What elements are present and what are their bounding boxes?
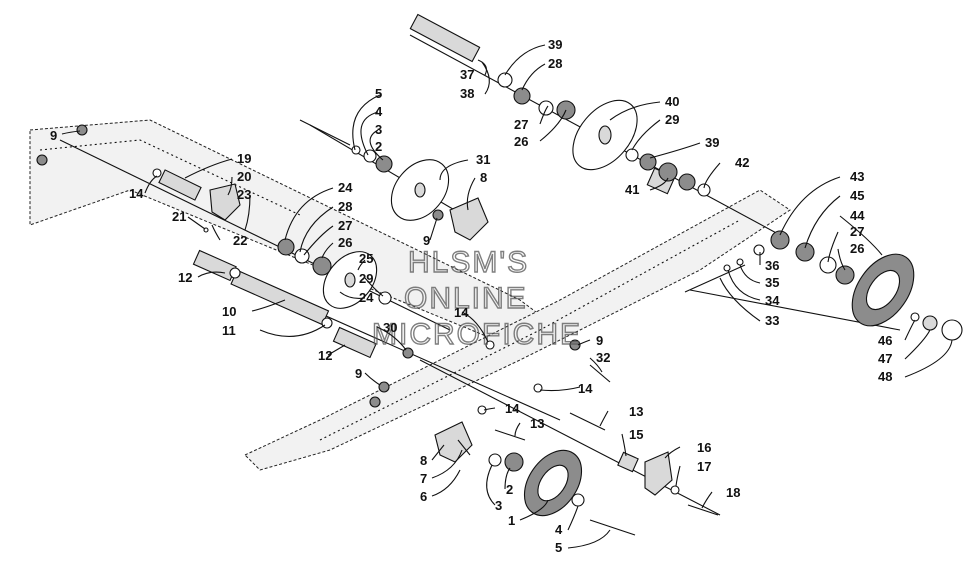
callout-label: 43 <box>850 169 864 184</box>
leader-lines <box>61 44 953 549</box>
watermark-line-2: ONLINE <box>404 282 528 315</box>
callout-label: 32 <box>596 350 610 365</box>
callout-label: 5 <box>375 86 382 101</box>
callout-label: 31 <box>476 152 490 167</box>
callout-label: 35 <box>765 275 779 290</box>
callout-label: 39 <box>548 37 562 52</box>
callout-label: 36 <box>765 258 779 273</box>
callout-label: 25 <box>359 251 373 266</box>
watermark-line-1: HLSM'S <box>408 246 529 279</box>
callout-label: 4 <box>555 522 563 537</box>
callout-label: 22 <box>233 233 247 248</box>
callout-label: 24 <box>359 290 374 305</box>
callout-label: 48 <box>878 369 892 384</box>
callout-label: 3 <box>375 122 382 137</box>
callout-label: 28 <box>338 199 352 214</box>
callout-label: 8 <box>480 170 487 185</box>
callout-label: 2 <box>506 482 513 497</box>
callout-label: 11 <box>222 323 236 338</box>
callout-label: 29 <box>665 112 679 127</box>
callout-label: 44 <box>850 208 865 223</box>
callout-label: 24 <box>338 180 353 195</box>
callout-label: 4 <box>375 104 383 119</box>
callout-label: 27 <box>850 224 864 239</box>
callout-label: 7 <box>420 471 427 486</box>
shaft-parts <box>158 13 676 473</box>
callout-label: 20 <box>237 169 251 184</box>
callout-label: 33 <box>765 313 779 328</box>
callout-label: 2 <box>375 139 382 154</box>
callout-label: 14 <box>454 305 469 320</box>
callout-label: 28 <box>548 56 562 71</box>
bearings-washers <box>36 72 963 507</box>
brackets <box>209 183 673 496</box>
callout-label: 27 <box>338 218 352 233</box>
callout-label: 26 <box>338 235 352 250</box>
callout-label: 12 <box>318 348 332 363</box>
callout-label: 39 <box>705 135 719 150</box>
callout-label: 14 <box>129 186 144 201</box>
callout-label: 41 <box>625 182 639 197</box>
callout-label: 19 <box>237 151 251 166</box>
callout-label: 21 <box>172 209 186 224</box>
callout-label: 9 <box>423 233 430 248</box>
callout-label: 8 <box>420 453 427 468</box>
callout-label: 14 <box>505 401 520 416</box>
callout-label: 42 <box>735 155 749 170</box>
callout-label: 18 <box>726 485 740 500</box>
callout-label: 10 <box>222 304 236 319</box>
callout-label: 14 <box>578 381 593 396</box>
callout-label: 9 <box>50 128 57 143</box>
callout-label: 9 <box>596 333 603 348</box>
callout-label: 37 <box>460 67 474 82</box>
callout-label: 26 <box>514 134 528 149</box>
callout-label: 17 <box>697 459 711 474</box>
callout-label: 26 <box>850 241 864 256</box>
callout-label: 38 <box>460 86 474 101</box>
bolts <box>299 119 746 536</box>
callout-label: 23 <box>237 187 251 202</box>
callout-label: 29 <box>359 271 373 286</box>
callout-label: 15 <box>629 427 643 442</box>
callout-label: 9 <box>355 366 362 381</box>
callout-label: 3 <box>495 498 502 513</box>
callout-label: 34 <box>765 293 780 308</box>
callout-label: 6 <box>420 489 427 504</box>
callout-label: 12 <box>178 270 192 285</box>
callout-label: 13 <box>629 404 643 419</box>
callout-labels: 1 2 2 3 3 4 4 5 5 6 7 8 8 9 9 9 9 10 11 … <box>50 37 892 555</box>
callout-label: 46 <box>878 333 892 348</box>
callout-label: 5 <box>555 540 562 555</box>
callout-label: 30 <box>383 320 397 335</box>
callout-label: 45 <box>850 188 864 203</box>
callout-label: 47 <box>878 351 892 366</box>
callout-label: 13 <box>530 416 544 431</box>
callout-label: 16 <box>697 440 711 455</box>
right-slide-rail <box>244 189 791 471</box>
idler-wheels <box>322 99 915 517</box>
callout-label: 40 <box>665 94 679 109</box>
callout-label: 1 <box>508 513 515 528</box>
callout-label: 27 <box>514 117 528 132</box>
